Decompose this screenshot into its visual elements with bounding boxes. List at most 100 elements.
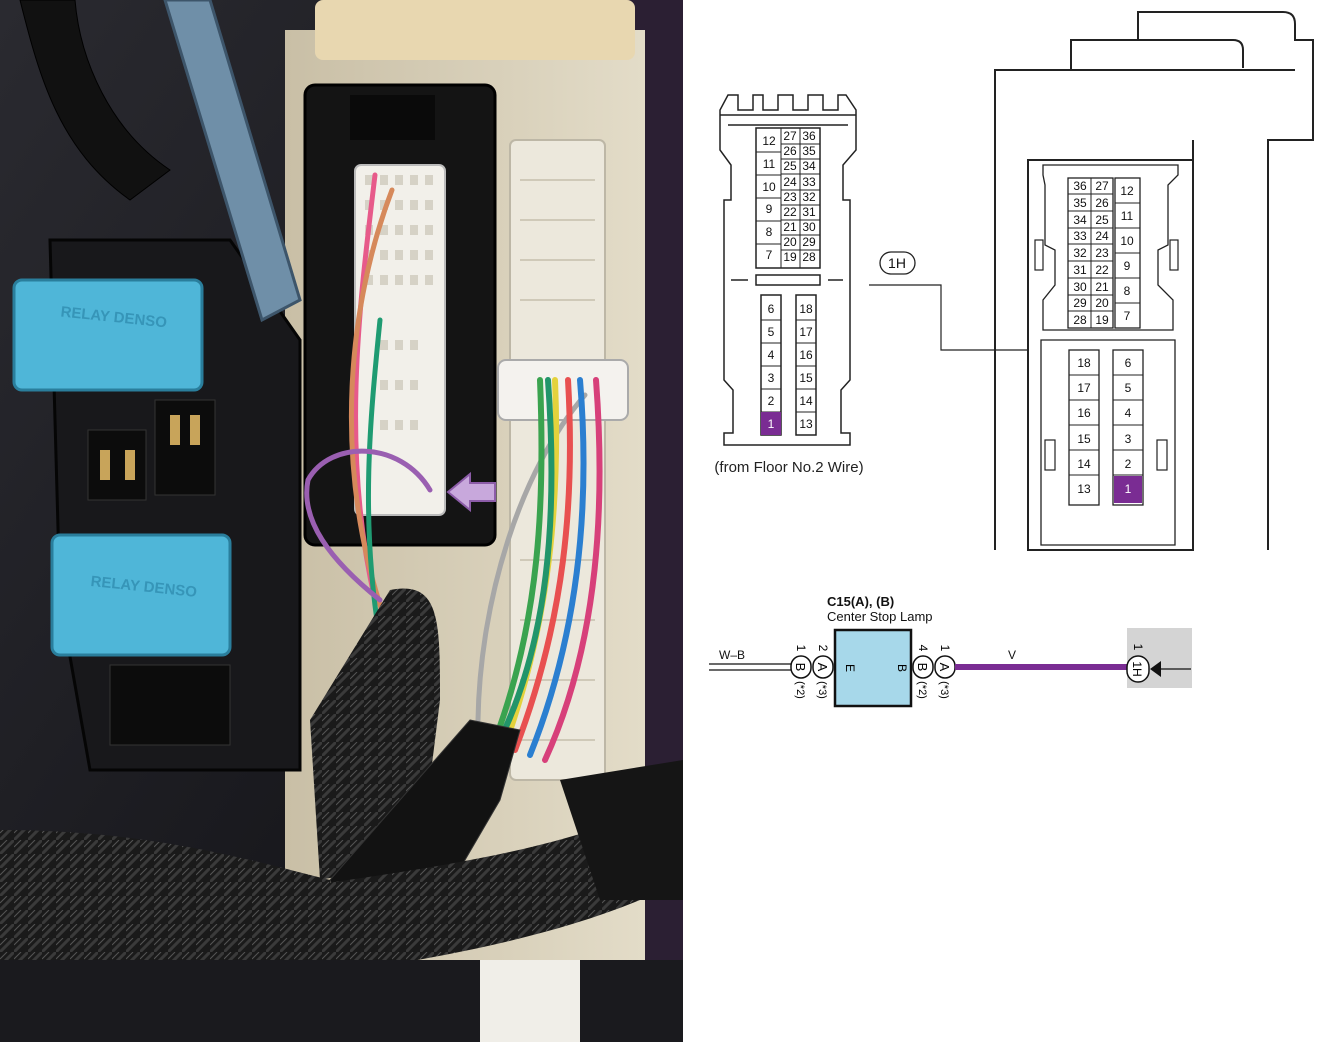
harness-tape-corner: [560, 760, 683, 900]
pin-label: 30: [802, 220, 816, 234]
pin-label: 27: [783, 129, 797, 143]
pin-bubble-left-b: B 1 (*2): [790, 645, 812, 699]
pin-note: (*3): [816, 681, 828, 699]
pin-label: 17: [1077, 381, 1091, 395]
floor-connector: [719, 94, 857, 446]
pin-bubble-left-a: A 2 (*3): [812, 645, 834, 699]
pin-label: 14: [799, 394, 813, 408]
pin-conn-letter: A: [815, 663, 830, 672]
floor-lower-left-pins: 6 5 4 3 2 1: [768, 302, 775, 431]
relay-top: RELAY DENSO: [12, 278, 204, 392]
pin-label: 34: [802, 159, 816, 173]
pin-label: 18: [1077, 356, 1091, 370]
pin-label: 5: [1125, 381, 1132, 395]
pin-label: 3: [1125, 432, 1132, 446]
pin-label: 15: [799, 371, 813, 385]
white-clip: [497, 359, 629, 421]
lamp-pin-b: B: [895, 664, 909, 672]
pin-label: 31: [802, 205, 816, 219]
harness-tape-bottom: [200, 820, 640, 990]
pin-bubble-right-b: B 4 (*2): [912, 645, 934, 699]
pin-label: 17: [799, 325, 813, 339]
pin-label: 16: [799, 348, 813, 362]
photo-bottom-shadow: [0, 960, 683, 1042]
callout-1h: 1H: [869, 251, 1028, 351]
pin-label: 29: [1073, 296, 1087, 310]
pin-label: 7: [1124, 309, 1131, 323]
pin-label: 22: [783, 205, 797, 219]
pin-label: 4: [768, 348, 775, 362]
pin-label: 23: [1095, 246, 1109, 260]
floor-upper-right-pins: 36 35 34 33 32 31 30 29 28: [802, 129, 816, 264]
pin-label: 35: [1073, 196, 1087, 210]
pin-label: 10: [1120, 234, 1134, 248]
pin-label: 7: [766, 248, 773, 262]
floor-highlight-pin: [761, 412, 781, 435]
junction-lower-grid: [1069, 374, 1143, 476]
wire-loom-top: [19, 0, 171, 201]
pin-label: 30: [1073, 280, 1087, 294]
wiring-diagram: 12 11 10 9 8 7 27 26 25 24 23 22 21 20 1…: [709, 11, 1314, 708]
pin-label: 20: [783, 235, 797, 249]
pin-conn-letter: B: [915, 663, 930, 672]
left-ground-wire: [709, 663, 791, 671]
pin-label: 24: [783, 175, 797, 189]
junction-arrow-icon: [1150, 661, 1191, 677]
pin-number: 1: [794, 645, 808, 652]
pin-note: (*2): [916, 681, 928, 699]
pin-conn-letter: 1H: [1130, 661, 1144, 676]
pin-label: 32: [802, 190, 816, 204]
pin-label: 21: [783, 220, 797, 234]
pin-label: 13: [799, 417, 813, 431]
pin-label: 25: [1095, 213, 1109, 227]
junction-upper-left-pins: 36 35 34 33 32 31 30 29 28: [1073, 179, 1087, 327]
metal-bracket: [163, 0, 302, 323]
junction-pin-bubble: 1H 1: [1126, 644, 1150, 683]
pin-label: 8: [766, 225, 773, 239]
component-id: C15(A), (B): [827, 594, 894, 609]
floor-upper-grid: [756, 128, 820, 268]
pin-number: 1: [1131, 644, 1145, 651]
pin-conn-letter: A: [937, 663, 952, 672]
pin-label: 28: [802, 250, 816, 264]
pin-label: 9: [766, 202, 773, 216]
left-wire-label: W–B: [719, 648, 745, 662]
pointer-arrow: [446, 471, 496, 513]
junction-upper-grid: [1068, 178, 1140, 328]
junction-side-tabs: [1034, 239, 1179, 471]
pin-label: 5: [768, 325, 775, 339]
pin-note: (*2): [794, 681, 806, 699]
pin-label: 19: [1095, 313, 1109, 327]
pin-label: 16: [1077, 406, 1091, 420]
pin-label: 24: [1095, 229, 1109, 243]
pin-label: 19: [783, 250, 797, 264]
pin-label: 3: [768, 371, 775, 385]
pin-label: 34: [1073, 213, 1087, 227]
pin-label: 2: [1125, 457, 1132, 471]
pin-label: 6: [768, 302, 775, 316]
pin-label: 33: [1073, 229, 1087, 243]
pin-label: 23: [783, 190, 797, 204]
pin-label: 22: [1095, 263, 1109, 277]
pin-label-highlight: 1: [1125, 482, 1132, 496]
pin-number: 2: [816, 645, 830, 652]
pin-number: 4: [916, 645, 930, 652]
engine-bay-photo: RELAY DENSO RELAY DENSO: [0, 0, 683, 1042]
pin-label: 11: [763, 157, 776, 171]
floor-lower-right-pins: 18 17 16 15 14 13: [799, 302, 813, 431]
junction-upper-mid-pins: 27 26 25 24 23 22 21 20 19: [1095, 179, 1109, 327]
pin-label: 20: [1095, 296, 1109, 310]
callout-label: 1H: [888, 255, 906, 271]
pin-label: 21: [1095, 280, 1109, 294]
pin-label: 11: [1121, 209, 1134, 223]
pin-label: 12: [1120, 184, 1134, 198]
center-stop-lamp: [833, 628, 913, 708]
pin-label: 28: [1073, 313, 1087, 327]
pin-label: 33: [802, 175, 816, 189]
floor-upper-mid-pins: 27 26 25 24 23 22 21 20 19: [783, 129, 797, 264]
pin-label: 14: [1077, 457, 1091, 471]
junction-lower-left-pins: 18 17 16 15 14 13: [1077, 356, 1091, 496]
connector-right-ribs: [520, 179, 595, 741]
floor-upper-left-pins: 12 11 10 9 8 7: [762, 134, 776, 262]
pin-number: 1: [938, 645, 952, 652]
